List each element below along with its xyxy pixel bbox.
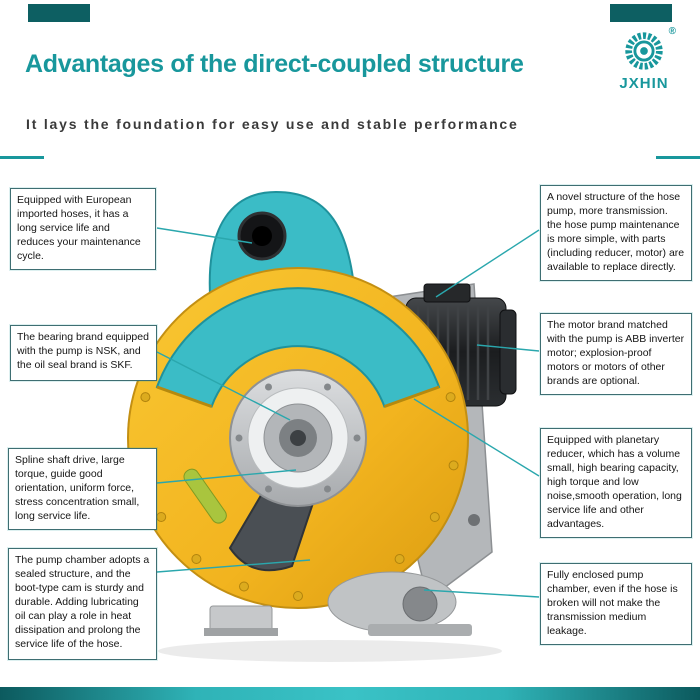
top-left-accent-bar (28, 4, 90, 22)
motor-end-cap (499, 309, 517, 395)
callout-bearing-brand: The bearing brand equipped with the pump… (10, 325, 157, 381)
gear-icon (625, 32, 663, 70)
callout-pump-chamber-seal: The pump chamber adopts a sealed structu… (8, 548, 157, 660)
spline-shaft (290, 430, 306, 446)
callout-text: The bearing brand equipped with the pump… (17, 331, 149, 371)
pump-housing (127, 190, 469, 609)
hose-segment (183, 468, 227, 524)
callout-motor-brand: The motor brand matched with the pump is… (540, 313, 692, 395)
callout-enclosed-chamber: Fully enclosed pump chamber, even if the… (540, 563, 692, 645)
brand-name: JXHIN (619, 75, 669, 92)
top-right-accent-bar (610, 4, 672, 22)
cut-faces (156, 385, 440, 408)
divider-right (656, 156, 700, 159)
brand-logo: ® JXHIN (602, 26, 686, 92)
interior-channel (155, 287, 441, 408)
bearing-hub (229, 369, 367, 507)
pump-feet (204, 571, 472, 636)
callout-spline-shaft: Spline shaft drive, large torque, guide … (8, 448, 157, 530)
registered-trademark: ® (668, 26, 676, 37)
callout-text: Fully enclosed pump chamber, even if the… (547, 569, 678, 637)
callout-text: Equipped with European imported hoses, i… (17, 194, 141, 262)
callout-planetary-reducer: Equipped with planetary reducer, which h… (540, 428, 692, 538)
callout-text: The motor brand matched with the pump is… (547, 319, 685, 387)
bottom-accent-bar (0, 687, 700, 700)
callout-text: Spline shaft drive, large torque, guide … (15, 454, 140, 522)
callout-text: A novel structure of the hose pump, more… (547, 191, 685, 273)
callout-novel-structure: A novel structure of the hose pump, more… (540, 185, 692, 281)
divider-left (0, 156, 44, 159)
callout-text: The pump chamber adopts a sealed structu… (15, 554, 150, 650)
ground-shadow (158, 640, 502, 662)
callout-hoses: Equipped with European imported hoses, i… (10, 188, 156, 270)
page-subtitle: It lays the foundation for easy use and … (26, 116, 519, 132)
connector-lines (156, 227, 540, 598)
page-title: Advantages of the direct-coupled structu… (25, 50, 524, 78)
terminal-box (423, 283, 471, 303)
callout-text: Equipped with planetary reducer, which h… (547, 434, 682, 530)
